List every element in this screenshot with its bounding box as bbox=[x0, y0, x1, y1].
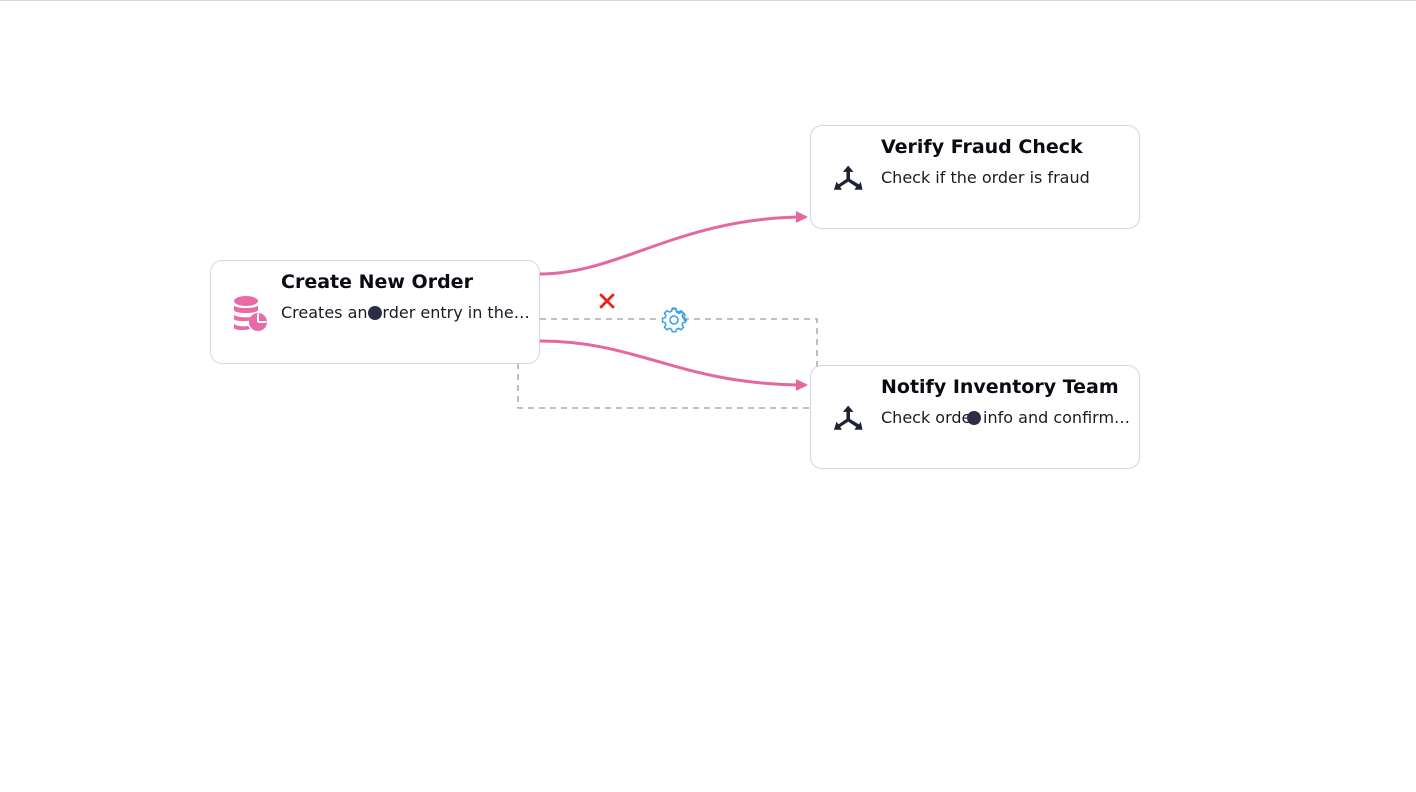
node-title: Notify Inventory Team bbox=[881, 376, 1119, 398]
node-verify-fraud-check[interactable]: Verify Fraud Check Check if the order is… bbox=[810, 125, 1140, 229]
split-arrows-icon bbox=[833, 405, 863, 430]
split-arrows-icon bbox=[833, 165, 863, 190]
node-title: Create New Order bbox=[281, 271, 473, 293]
delete-edge-button[interactable] bbox=[597, 291, 617, 311]
node-description: Check if the order is fraud bbox=[881, 168, 1090, 187]
node-description: Check order info and confirm inventory bbox=[881, 408, 1131, 427]
drag-handle[interactable] bbox=[967, 411, 981, 425]
edge-create-to-notify[interactable] bbox=[539, 339, 808, 391]
node-title: Verify Fraud Check bbox=[881, 136, 1083, 158]
edge-create-to-verify[interactable] bbox=[539, 211, 808, 276]
edge-settings-button[interactable] bbox=[661, 307, 687, 333]
node-description: Creates an order entry in the database bbox=[281, 303, 531, 322]
database-chart-icon bbox=[234, 296, 267, 331]
close-icon bbox=[599, 293, 615, 309]
drag-handle[interactable] bbox=[368, 306, 382, 320]
